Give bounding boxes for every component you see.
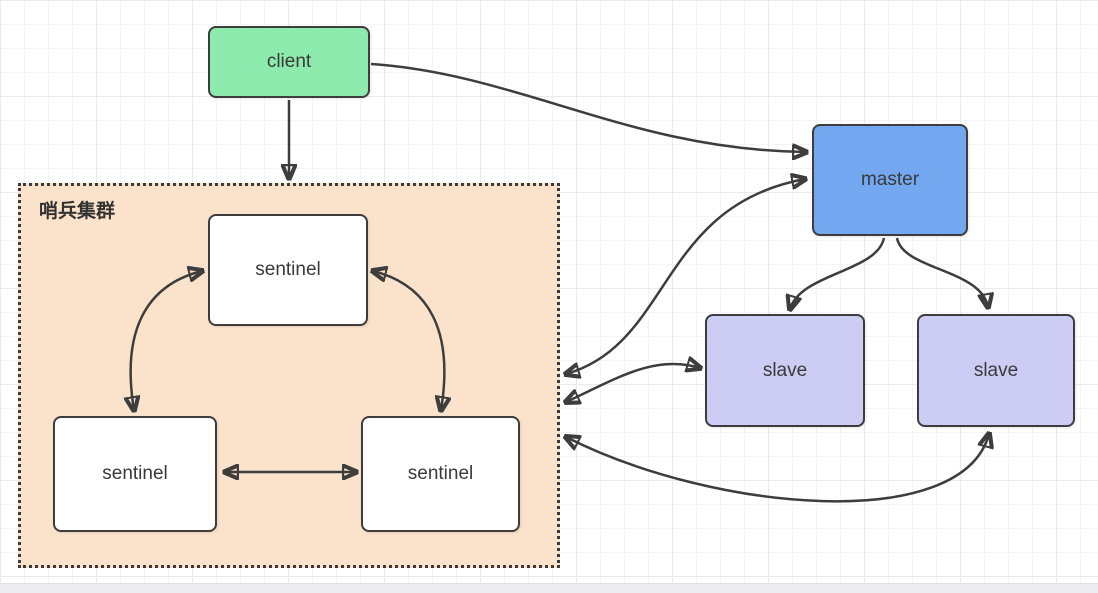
edge-cluster-slave-right [566,434,989,503]
slave-left-node: slave [705,314,865,427]
canvas-bottom-edge [0,583,1098,593]
sentinel-bottom-left-node: sentinel [53,416,217,532]
sentinel-bottom-right-node: sentinel [361,416,520,532]
edge-master-slave-right [895,237,988,307]
client-node: client [208,26,370,98]
slave-right-node-label: slave [973,359,1019,381]
client-node-label: client [266,51,312,72]
slave-right-node: slave [917,314,1075,427]
master-node-label: master [860,169,920,190]
sentinel-top-node-label: sentinel [255,259,321,280]
sentinel-bottom-right-node-label: sentinel [407,463,474,484]
sentinel-bottom-left-node-label: sentinel [102,463,168,484]
sentinel-top-node: sentinel [208,214,368,326]
slave-left-node-label: slave [762,359,808,381]
edge-master-slave-left [790,237,886,309]
master-node: master [812,124,968,236]
edge-cluster-slave-left [566,364,700,402]
sentinel-cluster-label: 哨兵集群 [39,201,116,222]
edge-client-to-master [370,62,806,152]
